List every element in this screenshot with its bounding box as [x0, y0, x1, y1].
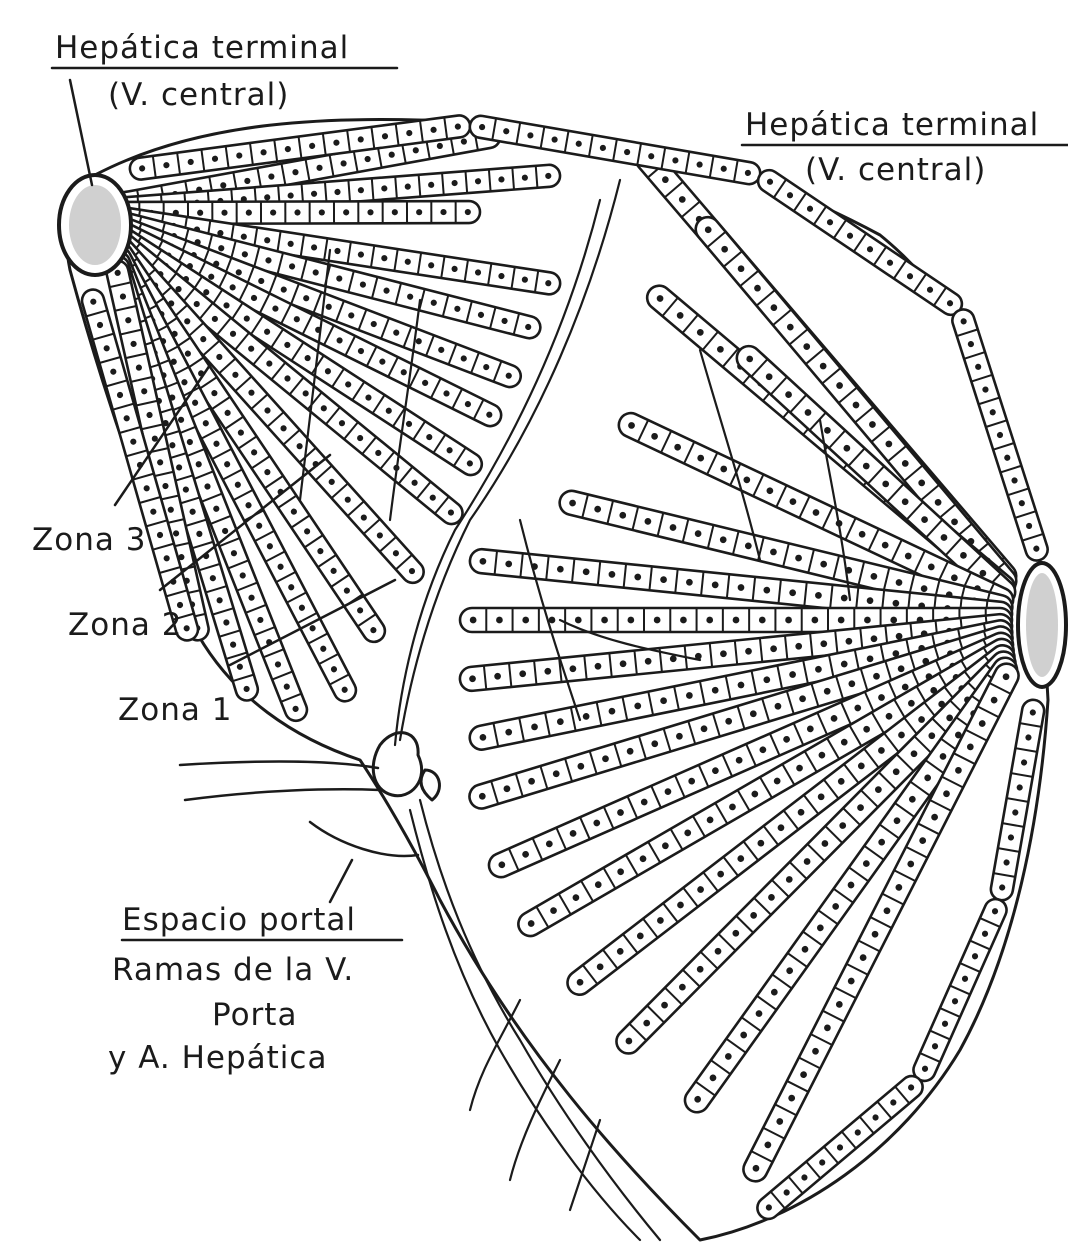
sinusoid-line	[470, 1000, 520, 1110]
central-vein-right	[1018, 563, 1066, 687]
label-zona-2: Zona 2	[68, 607, 182, 643]
hepatocyte-cord	[754, 166, 966, 319]
label-zona-1: Zona 1	[118, 692, 232, 728]
label-a-hepatica: y A. Hepática	[108, 1040, 327, 1076]
label-v-central-right: (V. central)	[805, 152, 986, 188]
label-porta: Porta	[212, 997, 297, 1033]
label-zona-3: Zona 3	[32, 522, 146, 558]
central-vein-left	[59, 175, 131, 275]
label-hepatica-terminal-left: Hepática terminal	[55, 30, 349, 66]
portal-space	[180, 733, 439, 856]
label-espacio-portal: Espacio portal	[122, 902, 356, 938]
label-hepatica-terminal-right: Hepática terminal	[745, 107, 1039, 143]
hepatocyte-cord	[910, 896, 1010, 1085]
label-ramas-v: Ramas de la V.	[112, 952, 354, 988]
label-v-central-left: (V. central)	[108, 77, 289, 113]
